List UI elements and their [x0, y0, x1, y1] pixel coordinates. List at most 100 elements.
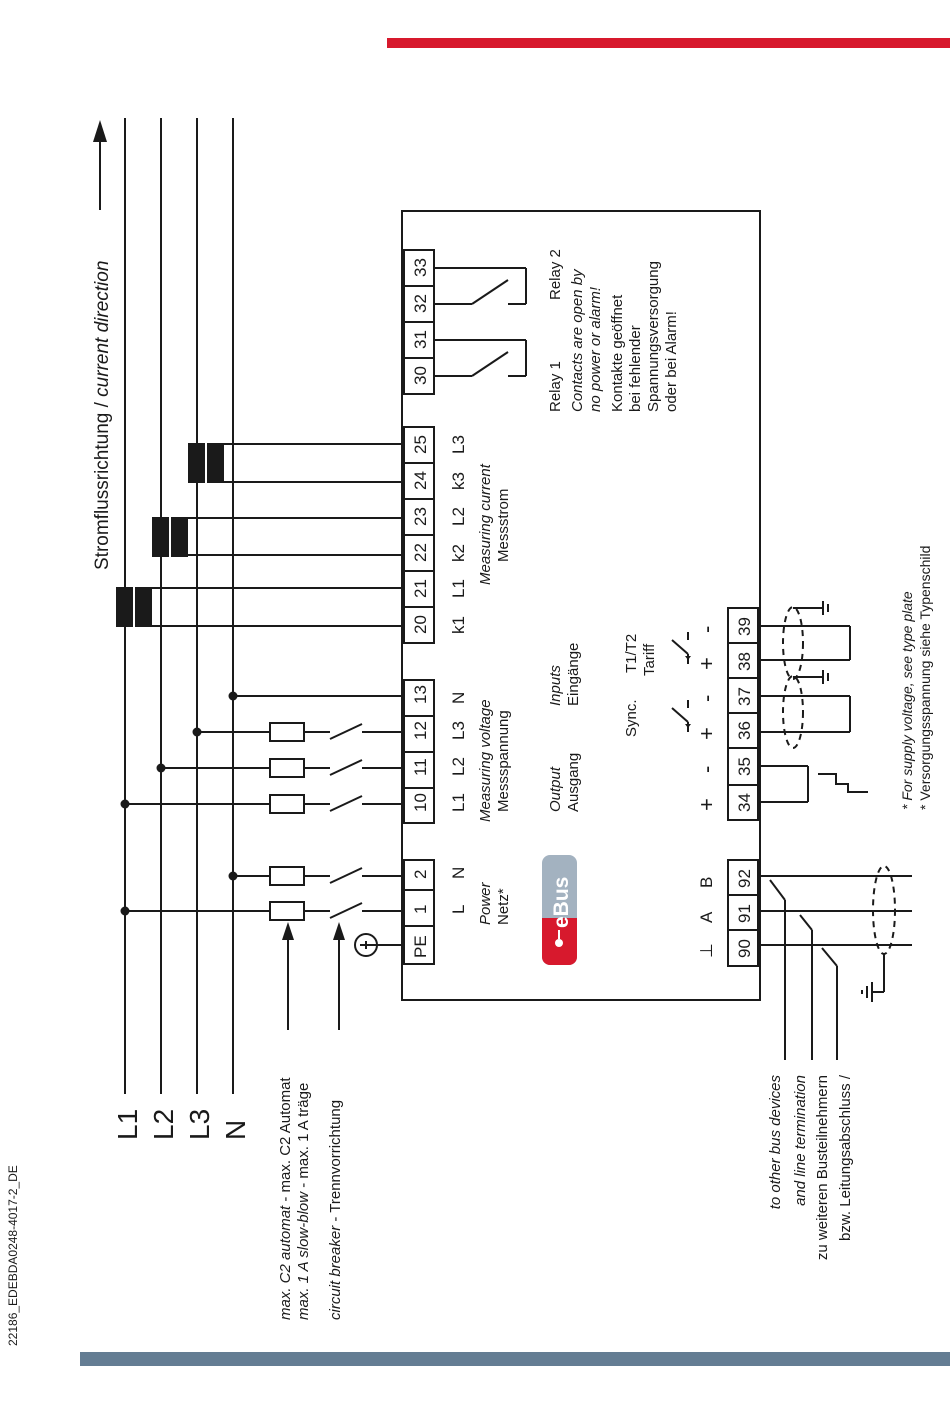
terminal-36: 36 [735, 721, 754, 740]
terminal-38: 38 [735, 652, 754, 671]
terminal-2: 2 [411, 870, 430, 879]
ebus-logo: eBus [542, 855, 577, 965]
terminal-22: 22 [411, 543, 430, 562]
contacts-note-en-1: Contacts are open by [569, 268, 586, 412]
io-sign-37: - [694, 695, 719, 702]
footer-accent-bar [80, 1352, 950, 1366]
breaker-arrows [282, 922, 345, 1030]
pin-label-v-l2: L2 [449, 757, 468, 776]
bus-note-en-1: to other bus devices [767, 1075, 784, 1210]
terminal-92: 92 [735, 869, 754, 888]
pin-label-c-l2: L2 [449, 507, 468, 526]
pin-label-k3: k3 [449, 472, 468, 490]
bus-wiring [758, 865, 912, 1060]
output-pulse-wiring [758, 765, 868, 803]
power-wiring [125, 866, 404, 946]
bus-note-de-1: zu weiteren Busteilnehmern [814, 1075, 831, 1260]
bus-note-en-2: and line termination [792, 1075, 809, 1206]
line-label-l1: L1 [112, 1109, 143, 1140]
tariff-label: Tariff [641, 643, 658, 676]
measuring-voltage-label-en: Measuring voltage [477, 699, 494, 822]
terminal-35: 35 [735, 757, 754, 776]
terminal-11: 11 [411, 758, 430, 776]
pin-label-c-l3: L3 [449, 435, 468, 454]
pin-label-v-n: N [449, 692, 468, 704]
io-sign-35: - [694, 766, 719, 773]
terminal-31: 31 [411, 330, 430, 349]
circuit-breaker-note: circuit breaker - Trennvorrichtung [327, 1100, 344, 1320]
measuring-current-label-de: Messstrom [495, 489, 512, 562]
measuring-current-label-en: Measuring current [477, 463, 494, 585]
ebus-logo-text: eBus [550, 877, 573, 928]
line-label-l3: L3 [184, 1109, 215, 1140]
terminal-33: 33 [411, 258, 430, 277]
contacts-note-en-2: no power or alarm! [587, 286, 604, 412]
footnote-en: * For supply voltage, see type plate [899, 591, 915, 810]
terminal-39: 39 [735, 617, 754, 636]
pin-label-k2: k2 [449, 544, 468, 562]
terminal-34: 34 [735, 793, 754, 812]
pin-label-v-l3: L3 [449, 721, 468, 740]
inputs-label-de: Eingänge [565, 643, 582, 706]
measuring-voltage-label-de: Messspannung [495, 710, 512, 812]
relay-contacts [434, 267, 527, 377]
junction-dots [120, 691, 238, 916]
contacts-note-de-3: Spannungsversorgung [645, 261, 662, 412]
contacts-note-de-1: Kontakte geöffnet [609, 294, 626, 412]
line-label-n: N [220, 1120, 251, 1140]
terminal-1: 1 [411, 905, 430, 914]
terminal-block-voltage [403, 679, 435, 824]
sync-label: Sync. [623, 699, 640, 737]
earth-symbol [354, 933, 378, 957]
document-id: 22186_EDEBDA0248-4017-2_DE [6, 1165, 20, 1346]
relay-1-label: Relay 1 [547, 361, 564, 412]
footnote-de: * Versorgungsspannung siehe Typenschild [917, 546, 933, 810]
terminal-block-bus [727, 859, 759, 967]
terminal-91: 91 [735, 904, 754, 923]
terminal-30: 30 [411, 366, 430, 385]
pin-label-bus-a: A [697, 911, 716, 923]
current-direction-arrow [93, 120, 107, 210]
pin-labels: L N L1 L2 L3 N k1 L1 k2 L2 k3 L3 ⊥ A B +… [449, 435, 719, 958]
io-sign-38: + [694, 657, 719, 670]
breaker-note-2: max. 1 A slow-blow - max. 1 A träge [295, 1083, 312, 1320]
io-sign-34: + [694, 798, 719, 811]
pin-label-bus-gnd: ⊥ [697, 943, 716, 958]
input-switch-symbols [671, 632, 691, 732]
meter-device-box [401, 210, 761, 1001]
pin-label-l: L [449, 905, 468, 914]
pin-label-v-l1: L1 [449, 793, 468, 812]
pin-label-bus-b: B [697, 877, 716, 888]
io-sign-39: - [694, 626, 719, 633]
output-label-en: Output [547, 766, 564, 812]
terminal-pe: PE [411, 935, 430, 958]
terminal-block-current [403, 426, 435, 644]
inputs-label-en: Inputs [547, 665, 564, 706]
terminal-13: 13 [411, 685, 430, 704]
terminal-12: 12 [411, 721, 430, 740]
relay-2-label: Relay 2 [547, 249, 564, 300]
line-label-l2: L2 [148, 1109, 179, 1140]
terminal-23: 23 [411, 507, 430, 526]
terminal-24: 24 [411, 471, 430, 490]
power-label-de: Netz* [495, 888, 512, 925]
t1t2-label: T1/T2 [623, 634, 640, 673]
bus-note-de-2: bzw. Leitungsabschluss / [837, 1074, 854, 1241]
header-accent-bar [387, 38, 950, 48]
breaker-note-1: max. C2 automat - max. C2 Automat [277, 1077, 294, 1320]
terminal-block-relays [403, 249, 435, 395]
current-direction-label: Stromflussrichtung / current direction [92, 261, 113, 570]
terminal-numbers: PE 1 2 10 11 12 13 20 21 22 23 24 25 30 … [411, 258, 754, 958]
terminal-25: 25 [411, 435, 430, 454]
terminal-21: 21 [411, 579, 430, 598]
contacts-note-de-2: bei fehlender [627, 325, 644, 412]
terminal-10: 10 [411, 793, 430, 812]
io-sign-36: + [694, 727, 719, 740]
input-cables [758, 601, 851, 749]
voltage-wiring [125, 695, 404, 814]
current-transformers [116, 443, 404, 627]
pin-label-c-l1: L1 [449, 579, 468, 598]
contacts-note-de-4: oder bei Alarm! [663, 311, 680, 412]
pin-label-n: N [449, 867, 468, 879]
